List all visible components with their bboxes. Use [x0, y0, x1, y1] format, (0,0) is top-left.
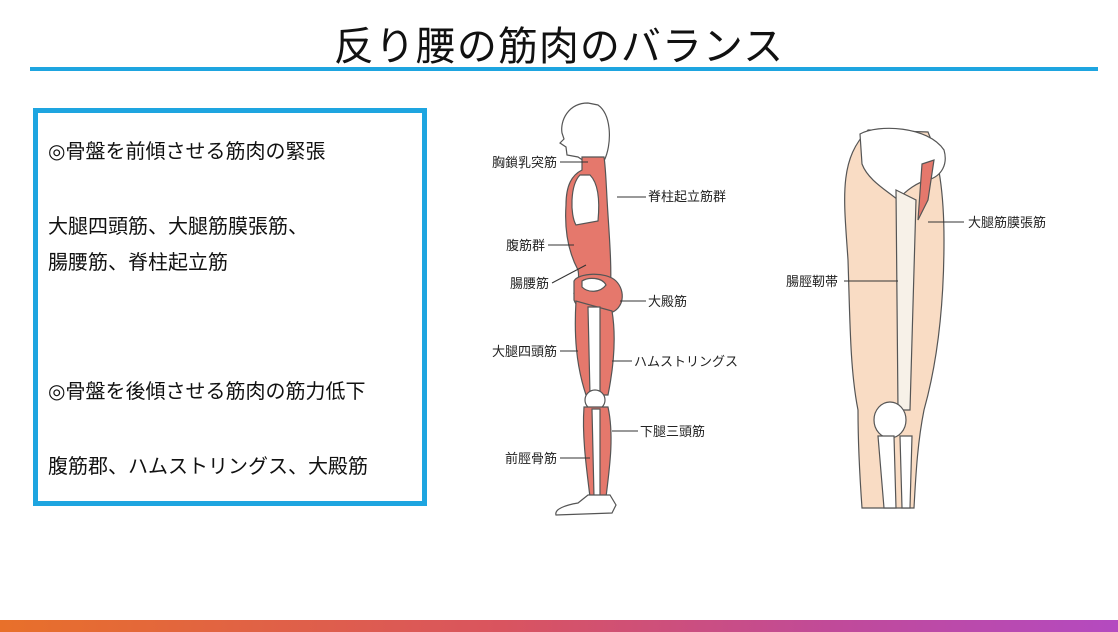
title-underline: [30, 67, 1098, 71]
label-sternocleidomastoid: 胸鎖乳突筋: [492, 155, 557, 171]
label-gluteus-maximus: 大殿筋: [648, 294, 687, 310]
leg-lateral-view-illustration: 大腿筋膜張筋 腸脛靭帯: [786, 127, 1046, 509]
leg-labels: 大腿筋膜張筋 腸脛靭帯: [786, 215, 1046, 290]
label-triceps-surae: 下腿三頭筋: [640, 424, 705, 440]
slide-title: 反り腰の筋肉のバランス: [333, 24, 785, 70]
label-tensor-fasciae-latae: 大腿筋膜張筋: [968, 215, 1046, 231]
label-hamstrings: ハムストリングス: [634, 355, 738, 370]
bottom-gradient-bar: [0, 620, 1118, 632]
posterior-tilt-list-line1: 腹筋郡、ハムストリングス、大殿筋: [48, 454, 368, 478]
summary-box: ◎骨盤を前傾させる筋肉の緊張 大腿四頭筋、大腿筋膜張筋、 腸腰筋、脊柱起立筋 ◎…: [33, 108, 427, 506]
anterior-tilt-list-line1: 大腿四頭筋、大腿筋膜張筋、: [48, 214, 308, 238]
leg-leader-lines: [844, 221, 964, 282]
heading-posterior-tilt: ◎骨盤を後傾させる筋肉の筋力低下: [48, 379, 366, 403]
label-iliopsoas: 腸腰筋: [510, 276, 549, 292]
body-labels: 胸鎖乳突筋 脊柱起立筋群 腹筋群 腸腰筋 大殿筋 大腿四頭筋 ハムストリングス …: [492, 155, 738, 467]
label-abdominals: 腹筋群: [506, 238, 545, 254]
body-side-view-illustration: 胸鎖乳突筋 脊柱起立筋群 腹筋群 腸腰筋 大殿筋 大腿四頭筋 ハムストリングス …: [492, 102, 738, 516]
label-quadriceps: 大腿四頭筋: [492, 344, 557, 360]
body-leader-lines: [548, 161, 646, 459]
label-tibialis-anterior: 前脛骨筋: [505, 451, 557, 467]
leg-silhouette: [844, 127, 946, 509]
heading-anterior-tilt: ◎骨盤を前傾させる筋肉の緊張: [48, 139, 326, 163]
anterior-tilt-list-line2: 腸腰筋、脊柱起立筋: [48, 250, 228, 274]
label-erector-spinae: 脊柱起立筋群: [648, 189, 726, 205]
label-iliotibial-band: 腸脛靭帯: [786, 275, 838, 290]
body-silhouette: [555, 102, 623, 516]
